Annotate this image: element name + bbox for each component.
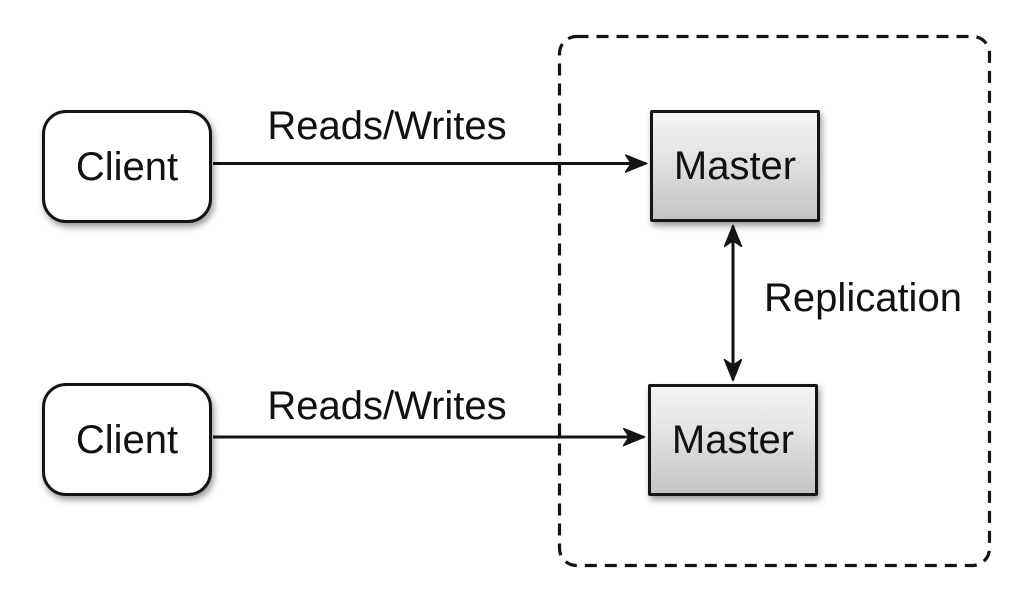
master-top-node: Master — [650, 110, 820, 222]
client-bottom-label: Client — [75, 417, 179, 462]
client-bottom-node: Client — [42, 383, 212, 496]
reads-writes-top-edge-label: Reads/Writes — [267, 104, 507, 148]
master-bottom-node: Master — [648, 384, 818, 496]
reads-writes-bottom-edge-label: Reads/Writes — [267, 384, 507, 428]
master-bottom-label: Master — [671, 418, 795, 462]
client-top-label: Client — [75, 144, 179, 189]
replication-group-dashed-border — [557, 34, 992, 568]
master-top-label: Master — [673, 144, 797, 188]
replication-edge-label: Replication — [764, 276, 962, 320]
client-top-node: Client — [42, 110, 212, 223]
